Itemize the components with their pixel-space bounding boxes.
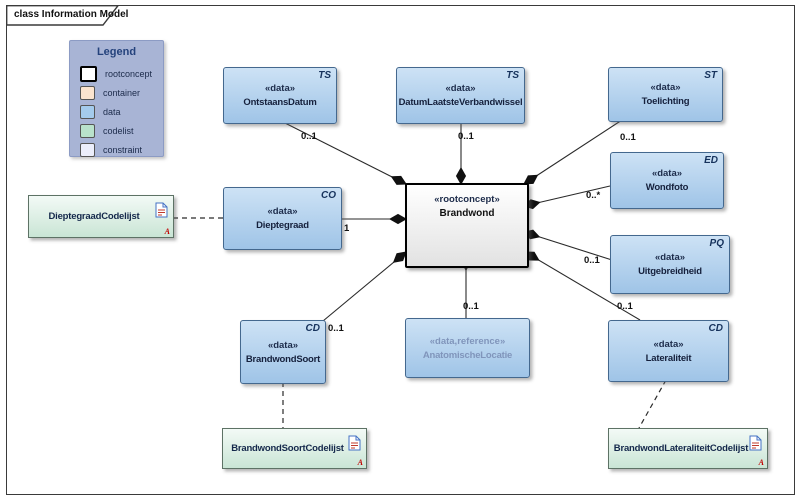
node-name: Uitgebreidheid bbox=[638, 266, 702, 277]
legend-item-rootconcept: rootconcept bbox=[80, 64, 163, 83]
datatype-tag: ED bbox=[704, 155, 718, 166]
node-lateraliteit[interactable]: CD «data» Lateraliteit bbox=[608, 320, 729, 382]
node-ontstaansdatum[interactable]: TS «data» OntstaansDatum bbox=[223, 67, 337, 124]
node-brandwondsoort[interactable]: CD «data» BrandwondSoort bbox=[240, 320, 326, 384]
node-name: AnatomischeLocatie bbox=[422, 349, 513, 361]
constraint-swatch bbox=[80, 142, 95, 157]
anchor-marker-icon: A bbox=[357, 458, 363, 467]
datatype-tag: TS bbox=[318, 70, 331, 81]
document-icon bbox=[155, 202, 168, 218]
node-wondfoto[interactable]: ED «data» Wondfoto bbox=[610, 152, 724, 209]
node-toelichting[interactable]: ST «data» Toelichting bbox=[608, 67, 723, 122]
node-name: Lateraliteit bbox=[645, 352, 692, 364]
legend-label: rootconcept bbox=[105, 68, 153, 79]
legend-label: constraint bbox=[103, 144, 143, 155]
datatype-tag: CD bbox=[305, 323, 320, 334]
stereotype: «rootconcept» bbox=[434, 194, 500, 205]
node-dieptegraad[interactable]: CO «data» Dieptegraad bbox=[223, 187, 342, 250]
stereotype: «data» bbox=[445, 83, 476, 94]
rootconcept-swatch bbox=[80, 65, 97, 82]
multiplicity-label: 0..1 bbox=[617, 301, 633, 312]
stereotype: «data» bbox=[654, 252, 686, 263]
datatype-tag: TS bbox=[506, 70, 519, 81]
container-swatch bbox=[80, 85, 95, 100]
node-name: Toelichting bbox=[641, 96, 690, 107]
node-name: BrandwondSoort bbox=[245, 353, 321, 365]
multiplicity-label: 0..1 bbox=[584, 255, 600, 266]
document-icon bbox=[749, 435, 762, 451]
stereotype: «data,reference» bbox=[429, 335, 506, 347]
node-brandwondsoortcodelijst[interactable]: BrandwondSoortCodelijst A bbox=[222, 428, 367, 469]
codelist-swatch bbox=[80, 123, 95, 138]
legend: Legend rootconcept container data codeli… bbox=[69, 40, 164, 157]
multiplicity-label: 0..1 bbox=[328, 323, 344, 334]
node-name: Brandwond bbox=[439, 208, 495, 219]
legend-title: Legend bbox=[96, 46, 137, 58]
document-icon bbox=[348, 435, 361, 451]
datatype-tag: PQ bbox=[709, 238, 724, 249]
node-name: DatumLaatsteVerbandwissel bbox=[398, 97, 523, 108]
node-dieptegraadcodelijst[interactable]: DieptegraadCodelijst A bbox=[28, 195, 174, 238]
stereotype: «data» bbox=[267, 206, 298, 217]
legend-item-constraint: constraint bbox=[80, 140, 163, 159]
diagram-frame bbox=[6, 5, 795, 495]
legend-label: data bbox=[103, 106, 121, 117]
data-swatch bbox=[80, 104, 95, 119]
multiplicity-label: 0..1 bbox=[620, 132, 636, 143]
stereotype: «data» bbox=[651, 168, 683, 179]
node-name: Dieptegraad bbox=[256, 220, 309, 231]
node-name: Wondfoto bbox=[645, 182, 689, 193]
codelist-name: BrandwondLateraliteitCodelijst bbox=[613, 443, 749, 454]
legend-label: codelist bbox=[103, 125, 134, 136]
multiplicity-label: 0..1 bbox=[458, 131, 474, 142]
codelist-name: BrandwondSoortCodelijst bbox=[231, 443, 344, 454]
legend-label: container bbox=[103, 87, 141, 98]
legend-item-container: container bbox=[80, 83, 163, 102]
multiplicity-label: 0..* bbox=[586, 190, 601, 201]
node-brandwondlateraliteitcodelijst[interactable]: BrandwondLateraliteitCodelijst A bbox=[608, 428, 768, 469]
anchor-marker-icon: A bbox=[758, 458, 764, 467]
stereotype: «data» bbox=[264, 83, 296, 94]
multiplicity-label: 0..1 bbox=[463, 301, 479, 312]
node-anatomischelocatie[interactable]: «data,reference» AnatomischeLocatie bbox=[405, 318, 530, 378]
node-datumlaatsteverbandwissel[interactable]: TS «data» DatumLaatsteVerbandwissel bbox=[396, 67, 525, 124]
diagram-title: class Information Model bbox=[14, 9, 129, 20]
stereotype: «data» bbox=[650, 82, 681, 93]
datatype-tag: CD bbox=[708, 323, 723, 334]
node-name: OntstaansDatum bbox=[243, 97, 317, 108]
stereotype: «data» bbox=[267, 339, 299, 351]
multiplicity-label: 0..1 bbox=[301, 131, 317, 142]
frame-tab bbox=[6, 5, 120, 26]
stereotype: «data» bbox=[653, 338, 684, 350]
datatype-tag: ST bbox=[704, 70, 717, 81]
legend-item-codelist: codelist bbox=[80, 121, 163, 140]
node-brandwond-rootconcept[interactable]: «rootconcept» Brandwond bbox=[405, 183, 529, 268]
codelist-name: DieptegraadCodelijst bbox=[48, 211, 140, 222]
multiplicity-label: 1 bbox=[344, 223, 350, 234]
datatype-tag: CO bbox=[321, 190, 336, 201]
legend-item-data: data bbox=[80, 102, 163, 121]
legend-items: rootconcept container data codelist cons… bbox=[80, 64, 163, 159]
node-uitgebreidheid[interactable]: PQ «data» Uitgebreidheid bbox=[610, 235, 730, 294]
anchor-marker-icon: A bbox=[164, 227, 170, 236]
